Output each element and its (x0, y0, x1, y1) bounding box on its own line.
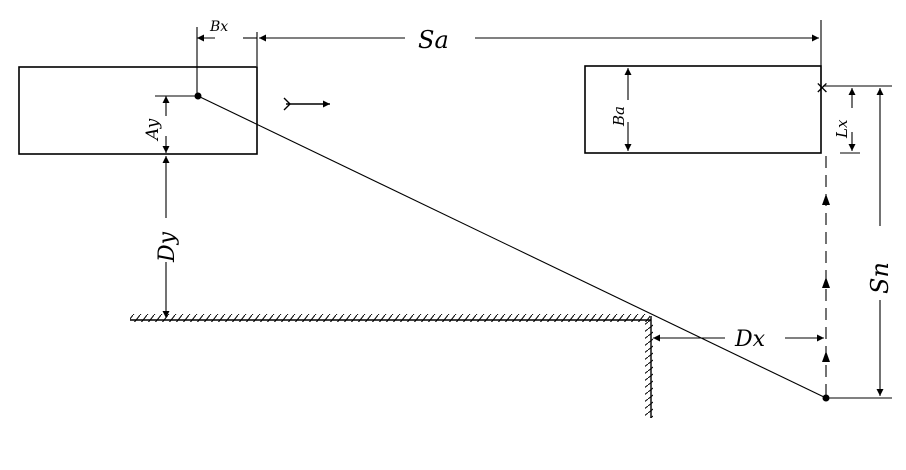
dx-label: Dx (734, 327, 766, 352)
sa-dimension (259, 20, 822, 90)
ba-label: Ba (610, 106, 628, 127)
trajectory-line (197, 95, 827, 399)
dashed-path (822, 155, 830, 396)
sn-dimension (826, 85, 892, 399)
corner-cross-mark: × (815, 78, 829, 98)
wall-edge (645, 316, 653, 418)
sa-label: Sa (418, 26, 449, 54)
ground-surface (130, 314, 651, 322)
dy-label: Dy (155, 231, 180, 263)
left-vehicle-box (18, 66, 258, 155)
lx-dimension (823, 85, 862, 154)
direction-arrow-icon (283, 97, 330, 111)
ay-dimension (155, 95, 198, 153)
right-vehicle-box (584, 65, 822, 154)
bx-dimension (196, 27, 258, 96)
ay-label: Ay (143, 118, 163, 142)
sn-label: Sn (866, 262, 894, 294)
bx-label: Bx (209, 19, 228, 35)
lx-label: Lx (833, 119, 851, 139)
